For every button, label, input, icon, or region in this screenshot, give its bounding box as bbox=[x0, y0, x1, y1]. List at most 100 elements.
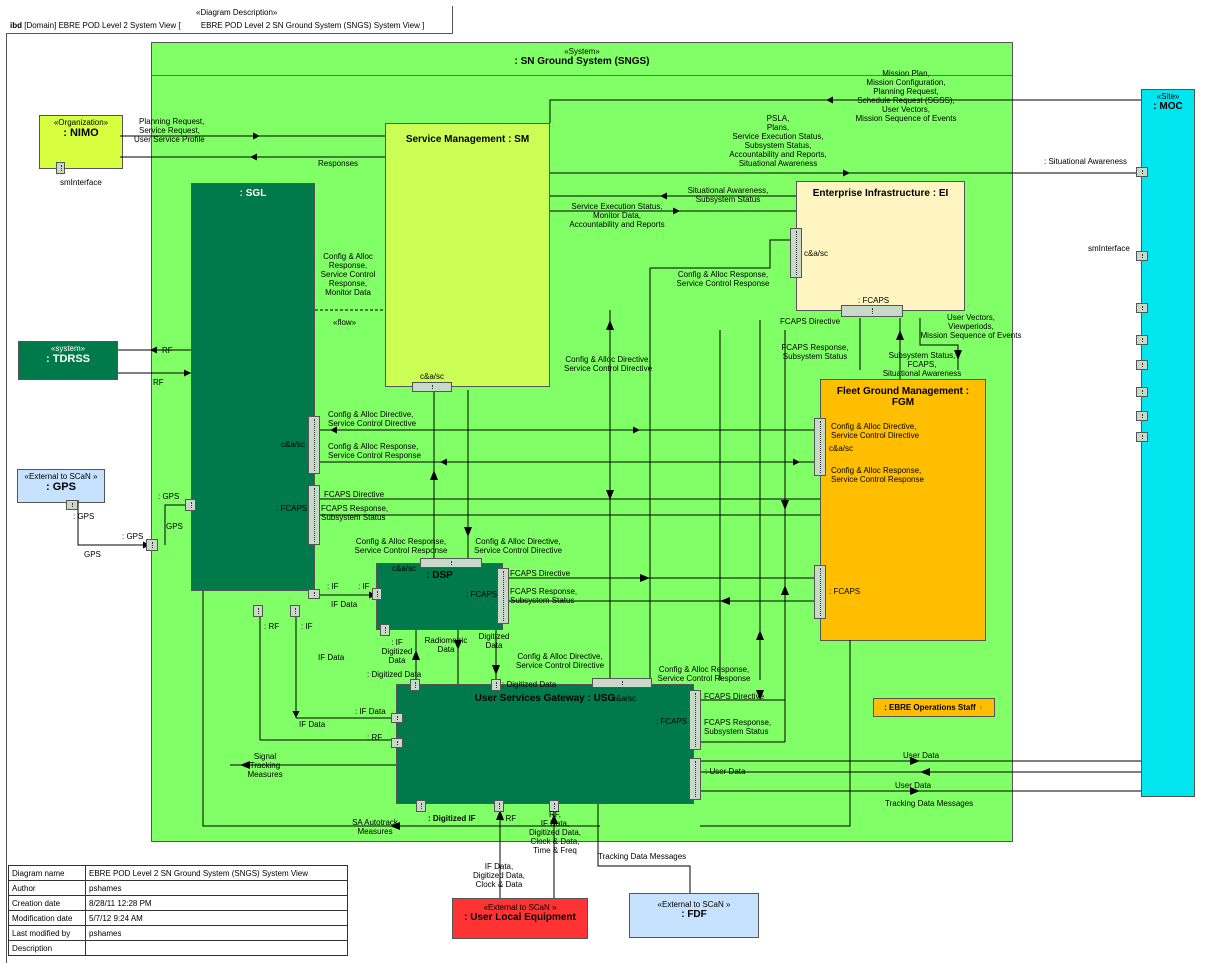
fdf-title: : FDF bbox=[681, 909, 707, 920]
dsp-casc-resp-line: Config & Alloc Response, bbox=[355, 537, 447, 546]
tdrss-block[interactable]: «system» : TDRSS bbox=[18, 341, 118, 380]
info-value: 5/7/12 9:24 AM bbox=[85, 910, 348, 926]
nimo-port[interactable] bbox=[56, 162, 65, 174]
usg-digif-port[interactable] bbox=[416, 800, 426, 812]
usg-casc-label: c&a/sc bbox=[612, 694, 637, 703]
gps-port[interactable] bbox=[66, 500, 78, 510]
ei-casc-port[interactable] bbox=[790, 228, 802, 278]
sgl-if-port[interactable] bbox=[308, 589, 320, 599]
moc-port-7[interactable] bbox=[1136, 411, 1148, 421]
dsp-fcaps-port[interactable] bbox=[497, 568, 509, 624]
sgl-casc-dir-line: Config & Alloc Directive, bbox=[328, 410, 414, 419]
moc-in-line: Mission Plan, bbox=[882, 69, 930, 78]
diagram-frame-left bbox=[6, 33, 7, 963]
gps-block[interactable]: «External to SCaN » : GPS bbox=[17, 469, 105, 503]
moc-sa-port[interactable] bbox=[1136, 167, 1148, 177]
usg-casc-resp-line: Config & Alloc Response, bbox=[658, 665, 750, 674]
sm-port-label: c&a/sc bbox=[420, 372, 445, 381]
moc-block[interactable]: «Site» : MOC bbox=[1141, 89, 1195, 797]
dsp-casc-dir-line: Config & Alloc Directive, bbox=[475, 537, 561, 546]
sgl-rf-label: : RF bbox=[264, 622, 280, 631]
fdf-stereotype: «External to SCaN » bbox=[657, 900, 731, 909]
sgl-gps-port[interactable] bbox=[185, 499, 196, 511]
moc-port-5[interactable] bbox=[1136, 360, 1148, 370]
moc-out-line: Subsystem Status, bbox=[744, 141, 812, 150]
sgl-fcaps-directive-label: FCAPS Directive bbox=[324, 490, 385, 499]
sgl-casc-dir-line: Service Control Directive bbox=[328, 419, 417, 428]
info-value: pshames bbox=[85, 880, 348, 896]
usg-userdata-port[interactable] bbox=[689, 758, 701, 800]
moc-port-3[interactable] bbox=[1136, 303, 1148, 313]
sgl-if-label-2: : IF bbox=[301, 622, 313, 631]
actor-icon: ♀ bbox=[977, 703, 984, 712]
usg-digdata-port[interactable] bbox=[410, 679, 420, 691]
sm-port[interactable] bbox=[412, 382, 452, 392]
moc-port-4[interactable] bbox=[1136, 335, 1148, 345]
usg-digdata-port-2[interactable] bbox=[491, 679, 501, 691]
fgm-fcaps-port[interactable] bbox=[814, 565, 826, 619]
dsp-if-port[interactable] bbox=[372, 588, 382, 600]
fgm-casc-port[interactable] bbox=[814, 418, 826, 476]
dsp-casc-port[interactable] bbox=[420, 558, 482, 568]
ei-fcaps-port[interactable] bbox=[841, 305, 903, 317]
ei-casc-resp-line: Config & Alloc Response, bbox=[677, 270, 769, 279]
sa-autotrack-line: Measures bbox=[357, 827, 393, 836]
usg-ifdata-label: IF Data bbox=[299, 720, 326, 729]
sm-dir-line: Config & Alloc Directive, bbox=[565, 355, 651, 364]
usg-rf-in-label: : RF bbox=[367, 733, 383, 742]
gps-title: : GPS bbox=[46, 481, 76, 493]
signal-line: Signal bbox=[253, 752, 277, 761]
tdrss-title: : TDRSS bbox=[46, 353, 90, 365]
dsp-digitized-port[interactable] bbox=[380, 624, 390, 636]
moc-port-6[interactable] bbox=[1136, 387, 1148, 397]
usg-rf-out-port[interactable] bbox=[494, 800, 504, 812]
usg-block[interactable]: User Services Gateway : USG bbox=[396, 684, 694, 804]
sm-block[interactable]: Service Management : SM bbox=[385, 123, 550, 387]
sgl-block[interactable]: : SGL bbox=[191, 183, 315, 591]
ule-block[interactable]: «External to SCaN » : User Local Equipme… bbox=[452, 898, 588, 939]
ops-title: : EBRE Operations Staff ♀ bbox=[874, 703, 994, 712]
ei-block[interactable]: Enterprise Infrastructure : EI bbox=[796, 181, 965, 311]
nimo-block[interactable]: «Organization» : NIMO bbox=[39, 115, 123, 169]
ei-to-sm-line: Situational Awareness, bbox=[687, 186, 769, 195]
gps-gps-label: GPS bbox=[166, 522, 183, 531]
moc-sm-port[interactable] bbox=[1136, 251, 1148, 261]
sngs-stereotype: «System» bbox=[564, 47, 600, 56]
info-key: Description bbox=[8, 940, 86, 956]
usg-rf-out-port-2[interactable] bbox=[549, 800, 559, 812]
usg-if-port[interactable] bbox=[391, 713, 403, 723]
fdf-block[interactable]: «External to SCaN » : FDF bbox=[629, 893, 759, 938]
responses-label: Responses bbox=[318, 159, 359, 168]
usg-rf-port[interactable] bbox=[391, 738, 403, 748]
sgl-ifdata-label: IF Data bbox=[318, 653, 345, 662]
ule-in-line: Clock & Data bbox=[475, 880, 523, 889]
gps-sngs-port[interactable] bbox=[146, 539, 158, 551]
sgl-to-sm-label: Config & Alloc Response, Service Control… bbox=[316, 252, 380, 297]
ops-block[interactable]: : EBRE Operations Staff ♀ bbox=[873, 698, 995, 717]
fgm-dir-line: Config & Alloc Directive, bbox=[831, 422, 917, 431]
info-value: EBRE POD Level 2 SN Ground System (SNGS)… bbox=[85, 865, 348, 881]
dsp-block[interactable]: : DSP bbox=[376, 563, 503, 630]
usg-ifdata-port-label: : IF Data bbox=[355, 707, 386, 716]
sgl-casc-port[interactable] bbox=[308, 416, 320, 474]
sgl-fcaps-port[interactable] bbox=[308, 485, 320, 545]
dsp-if-line: Digitized bbox=[381, 647, 413, 656]
sgl-rf-port[interactable] bbox=[253, 605, 263, 617]
sgl-fcaps-resp-line: FCAPS Response, bbox=[321, 504, 389, 513]
moc-port-8[interactable] bbox=[1136, 432, 1148, 442]
gps-stereotype: «External to SCaN » bbox=[24, 472, 98, 481]
usg-fcaps-port[interactable] bbox=[689, 690, 701, 750]
header-kind: ibd bbox=[10, 21, 22, 30]
gps-sngs-label: : GPS bbox=[158, 492, 180, 501]
usg-casc-resp-line: Service Control Response bbox=[657, 674, 751, 683]
usg-casc-port[interactable] bbox=[592, 678, 652, 688]
moc-out-line: Service Execution Status, bbox=[732, 132, 824, 141]
fgm-block[interactable]: Fleet Ground Management : FGM bbox=[820, 379, 986, 641]
usg-casc-dir-line: Service Control Directive bbox=[515, 661, 605, 670]
usg-digif-label: : Digitized IF bbox=[428, 814, 476, 823]
sm-dir-line: Service Control Directive bbox=[563, 364, 653, 373]
sgl-if-port-2[interactable] bbox=[290, 605, 300, 617]
sgl-fcaps-resp-label: FCAPS Response, Subsystem Status bbox=[321, 504, 388, 522]
